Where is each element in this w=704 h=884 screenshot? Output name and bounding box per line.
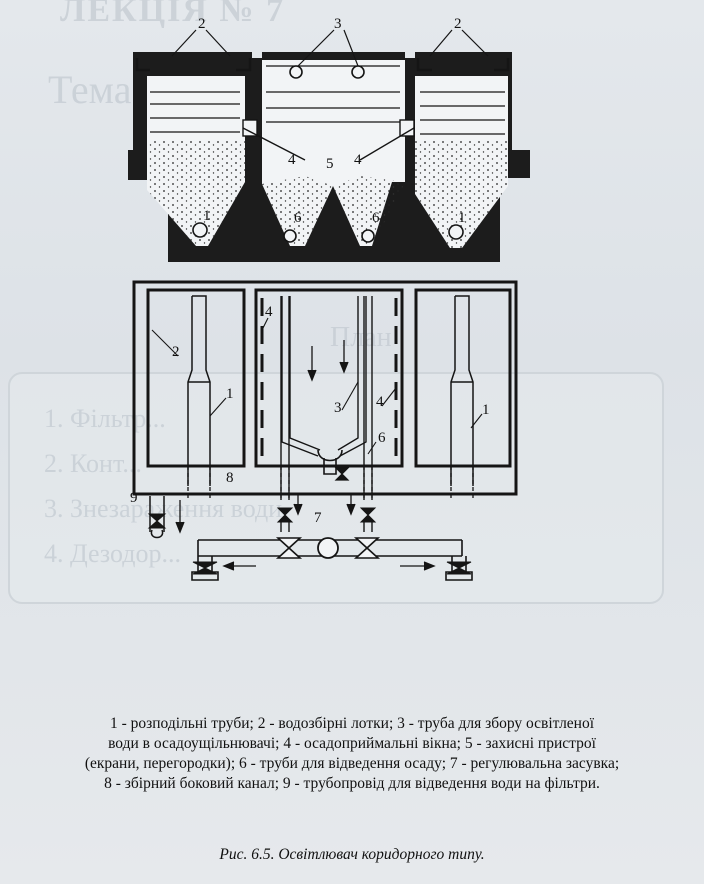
plan-left-chamber [146,288,246,468]
pipe-6-right [361,229,375,243]
pipeline-pump [317,537,339,559]
plan-pipe-3-collector [317,449,343,475]
section-view [128,52,530,262]
sludge-pipe-left-end [280,522,290,532]
label-4-left-plan: 4 [265,304,273,320]
background-plan-item-3: 3. Знезараження води [44,494,283,523]
background-plan-list: 1. Фільтр... 2. Конт... 3. Знезараження … [44,396,282,576]
window-right [399,119,415,137]
middle-sediment-right [333,176,405,246]
background-plan-heading: План [330,322,392,353]
plan-outer-wall [132,280,518,496]
flow-arrows [175,340,436,571]
legend-line-2: води в осадоущільнювачі; 4 - осадоприйма… [108,735,596,752]
trough-left [135,58,150,72]
label-2-right: 2 [454,16,462,32]
legend-line-1: 1 - розподільні труби; 2 - водозбірні ло… [109,715,595,732]
water-level-lines [150,65,505,135]
pipe-6-left [283,229,297,243]
clarifier-diagram: 2 2 3 4 5 4 1 1 6 6 [128,16,530,581]
label-5: 5 [326,156,334,172]
label-3-plan: 3 [334,400,342,416]
right-sediment [415,140,508,248]
plan-view [132,280,518,581]
left-sediment [147,140,245,246]
background-plan-item-1: 1. Фільтр... [44,404,166,433]
sludge-pipe-right-end [363,522,373,532]
background-plan-item-2: 2. Конт... [44,449,142,478]
label-1-right-section: 1 [458,210,466,226]
pipe-3-right [351,65,365,79]
plan-side-channel [187,466,474,500]
valve-bottom-left-pipeline [192,561,218,575]
plan-leaders [151,317,483,455]
label-4-left-section: 4 [288,152,296,168]
pipe-3-left [289,65,303,79]
label-2-left: 2 [198,16,206,32]
valve-6-left [276,507,294,523]
pipe-1-right [448,224,464,240]
label-1-right-plan: 1 [482,402,490,418]
valve-7 [334,467,350,481]
pipeline-valve-right [353,537,381,559]
label-4-right-plan: 4 [376,394,384,410]
valve-9 [147,513,167,529]
label-8: 8 [226,470,234,486]
plan-pipe-1-left [187,295,211,486]
label-6-left-section: 6 [294,210,302,226]
background-plan-item-4: 4. Дезодор... [44,539,182,568]
valve-6-right [359,507,377,523]
plan-pipe-6-right [363,296,373,500]
section-leaders [171,29,489,67]
plan-middle-chamber [254,288,404,468]
plan-pipe-3 [281,296,367,457]
label-1-left-plan: 1 [226,386,234,402]
legend-line-3: (екрани, перегородки); 6 - труби для від… [84,755,620,772]
label-4-right-section: 4 [354,152,362,168]
pipeline-valve-left [275,537,303,559]
window-left [242,119,258,137]
background-plan-box [8,372,664,604]
pipeline-9-left-end [150,529,164,539]
label-7: 7 [314,510,322,526]
plan-right-chamber [414,288,512,468]
label-9: 9 [130,490,138,506]
trough-right-2 [494,58,510,72]
label-6-plan: 6 [378,430,386,446]
figure-caption: Рис. 6.5. Освітлювач коридорного типу. [219,846,485,863]
legend-line-4: 8 - збірний боковий канал; 9 - трубопров… [104,775,600,792]
middle-sediment-left [262,176,333,246]
label-1-left-section: 1 [203,208,211,224]
label-3-section: 3 [334,16,342,32]
label-2-plan: 2 [172,344,180,360]
label-6-right-section: 6 [372,210,380,226]
figure-legend: 1 - розподільні труби; 2 - водозбірні ло… [0,714,704,794]
trough-left-2 [236,58,252,72]
valve-bottom-right-pipeline [446,561,472,575]
background-lecture-title: ЛЕКЦІЯ № 7 [60,0,286,29]
plan-pipe-1-right [450,295,474,486]
pipe-1-left [192,222,208,238]
window-left-guide [242,127,306,161]
window-right-guide [359,127,415,161]
trough-right [416,58,432,72]
